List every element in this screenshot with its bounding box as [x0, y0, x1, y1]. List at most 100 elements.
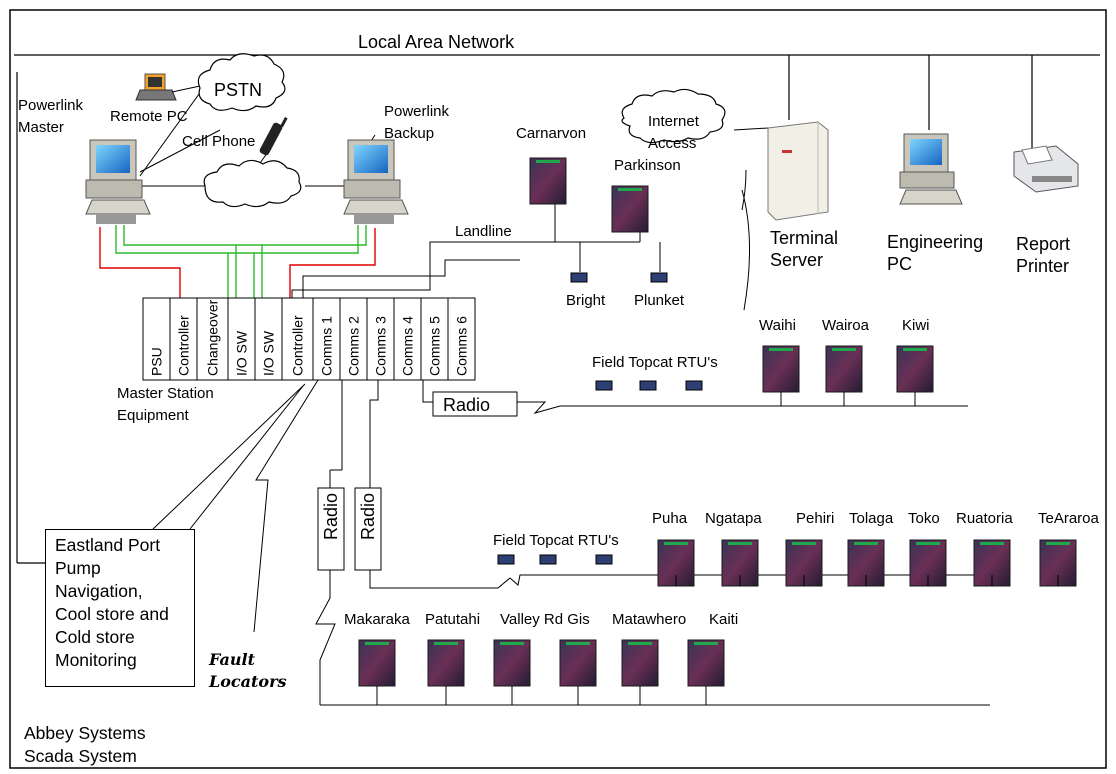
fault-locators-label-line: Locators: [208, 672, 287, 691]
rtu-site-label: Carnarvon: [516, 125, 586, 142]
rtu-icon: [611, 185, 649, 233]
rtu-status-led: [792, 542, 816, 545]
rtu-unit: Kaiti: [687, 611, 738, 705]
rack-slot-label: Comms 5: [427, 316, 443, 376]
cell-phone-label: Cell Phone: [182, 133, 255, 150]
rtu-unit: Ruatoria: [956, 510, 1013, 587]
cell-phone-icon: [259, 116, 288, 156]
eastland-port-monitoring-box: Eastland Port Pump Navigation, Cool stor…: [45, 529, 195, 687]
lan-label: Local Area Network: [358, 32, 515, 52]
field-topcat-row2-label: Field Topcat RTU's: [493, 532, 619, 549]
rtu-icon: [358, 639, 396, 687]
rtu-status-led: [769, 348, 793, 351]
field-topcat-rtu-icon: [650, 272, 668, 283]
rtu-icon: [493, 639, 531, 687]
outer-frame: [9, 9, 1107, 769]
rack-slot: [196, 297, 229, 381]
rack-slot: [254, 297, 283, 381]
field-topcat-rtu-icon: [539, 554, 557, 565]
radio-wiring: [152, 379, 990, 706]
rtu-status-led: [854, 542, 878, 545]
rtu-status-led: [664, 542, 688, 545]
rack-slot: [393, 297, 422, 381]
rtu-status-led: [618, 188, 642, 191]
rtu-icon: [762, 345, 800, 393]
rtu-status-led: [1046, 542, 1070, 545]
rtu-site-label: Ruatoria: [956, 510, 1013, 527]
rtu-unit: Kiwi: [896, 317, 934, 406]
rtu-site-label: Kaiti: [709, 611, 738, 628]
laptop-icon: [135, 73, 177, 101]
rtu-site-label: Toko: [908, 510, 940, 527]
rtu-status-led: [536, 160, 560, 163]
rtu-status-led: [434, 642, 458, 645]
rtu-site-label: Patutahi: [425, 611, 480, 628]
internet-access-label-line: Access: [648, 135, 696, 152]
powerlink-master-label-line: Master: [18, 119, 64, 136]
rtu-status-led: [903, 348, 927, 351]
rack-slot-label: Changeover: [205, 299, 221, 376]
rtu-site-label: Tolaga: [849, 510, 894, 527]
rtu-unit: Waihi: [759, 317, 800, 406]
rtu-status-led: [980, 542, 1004, 545]
rack-slot: [339, 297, 368, 381]
master-station-caption-line: Equipment: [117, 407, 190, 424]
rack-slot-label: Comms 2: [346, 316, 362, 376]
rtu-unit: Puha: [652, 510, 695, 587]
rtu-site-label: Kiwi: [902, 317, 930, 334]
radio-1-label: Radio: [443, 395, 490, 415]
system-caption: Abbey Systems Scada System: [24, 723, 146, 766]
rtu-status-led: [728, 542, 752, 545]
terminal-server-label-line: Server: [770, 250, 823, 270]
field-topcat-rtu-icon: [595, 554, 613, 565]
pstn-label: PSTN: [214, 80, 262, 100]
internet-access-label: Internet Access: [648, 113, 703, 152]
landline-site-label: Plunket: [634, 292, 685, 309]
fault-locators-label: Fault Locators: [208, 650, 287, 691]
radio-3-label: Radio: [358, 493, 378, 540]
rack-wiring: [99, 225, 376, 298]
rack-slot-label: Comms 4: [400, 316, 416, 376]
field-topcat-rtu-icon: [639, 380, 657, 391]
rack-slot: [281, 297, 314, 381]
field-topcat-row1-label: Field Topcat RTU's: [592, 354, 718, 371]
rtu-unit: Ngatapa: [705, 510, 762, 587]
field-topcat-rtu-icon: [685, 380, 703, 391]
pstn-cloud: [197, 53, 286, 112]
rtu-status-led: [694, 642, 718, 645]
rtu-site-label: TeAraroa: [1038, 510, 1100, 527]
landline-site-label: Bright: [566, 292, 606, 309]
rtu-status-led: [832, 348, 856, 351]
engineering-pc-icon: [899, 133, 963, 205]
rtu-icon: [896, 345, 934, 393]
rack-slot: [312, 297, 341, 381]
rack-slot-label: Controller: [290, 315, 306, 376]
master-station-caption: Master Station Equipment: [117, 385, 218, 424]
rtu-status-led: [566, 642, 590, 645]
rtu-site-label: Parkinson: [614, 157, 681, 174]
rtu-unit: Toko: [908, 510, 947, 587]
rtu-unit: Tolaga: [847, 510, 894, 587]
field-topcat-rtu-icon: [570, 272, 588, 283]
rtu-unit: Makaraka: [344, 611, 411, 705]
rtu-status-led: [365, 642, 389, 645]
lan-bus: [14, 54, 1100, 564]
rtu-unit: [559, 639, 597, 705]
rack-slot: [447, 297, 476, 381]
report-printer-label-line: Printer: [1016, 256, 1069, 276]
rack-slot: [227, 297, 256, 381]
terminal-server-label: Terminal Server: [770, 228, 843, 270]
rtu-unit: Carnarvon: [516, 125, 586, 205]
field-topcat-rtu-icon: [595, 380, 613, 391]
rtu-icon: [687, 639, 725, 687]
rtu-site-label: Makaraka: [344, 611, 411, 628]
rack-slot: [420, 297, 449, 381]
rtu-icon: [529, 157, 567, 205]
rack-slot-label: Controller: [176, 315, 192, 376]
rtu-site-label: Wairoa: [822, 317, 870, 334]
engineering-pc-label: Engineering PC: [887, 232, 988, 274]
rtu-icon: [825, 345, 863, 393]
rtu-status-led: [916, 542, 940, 545]
